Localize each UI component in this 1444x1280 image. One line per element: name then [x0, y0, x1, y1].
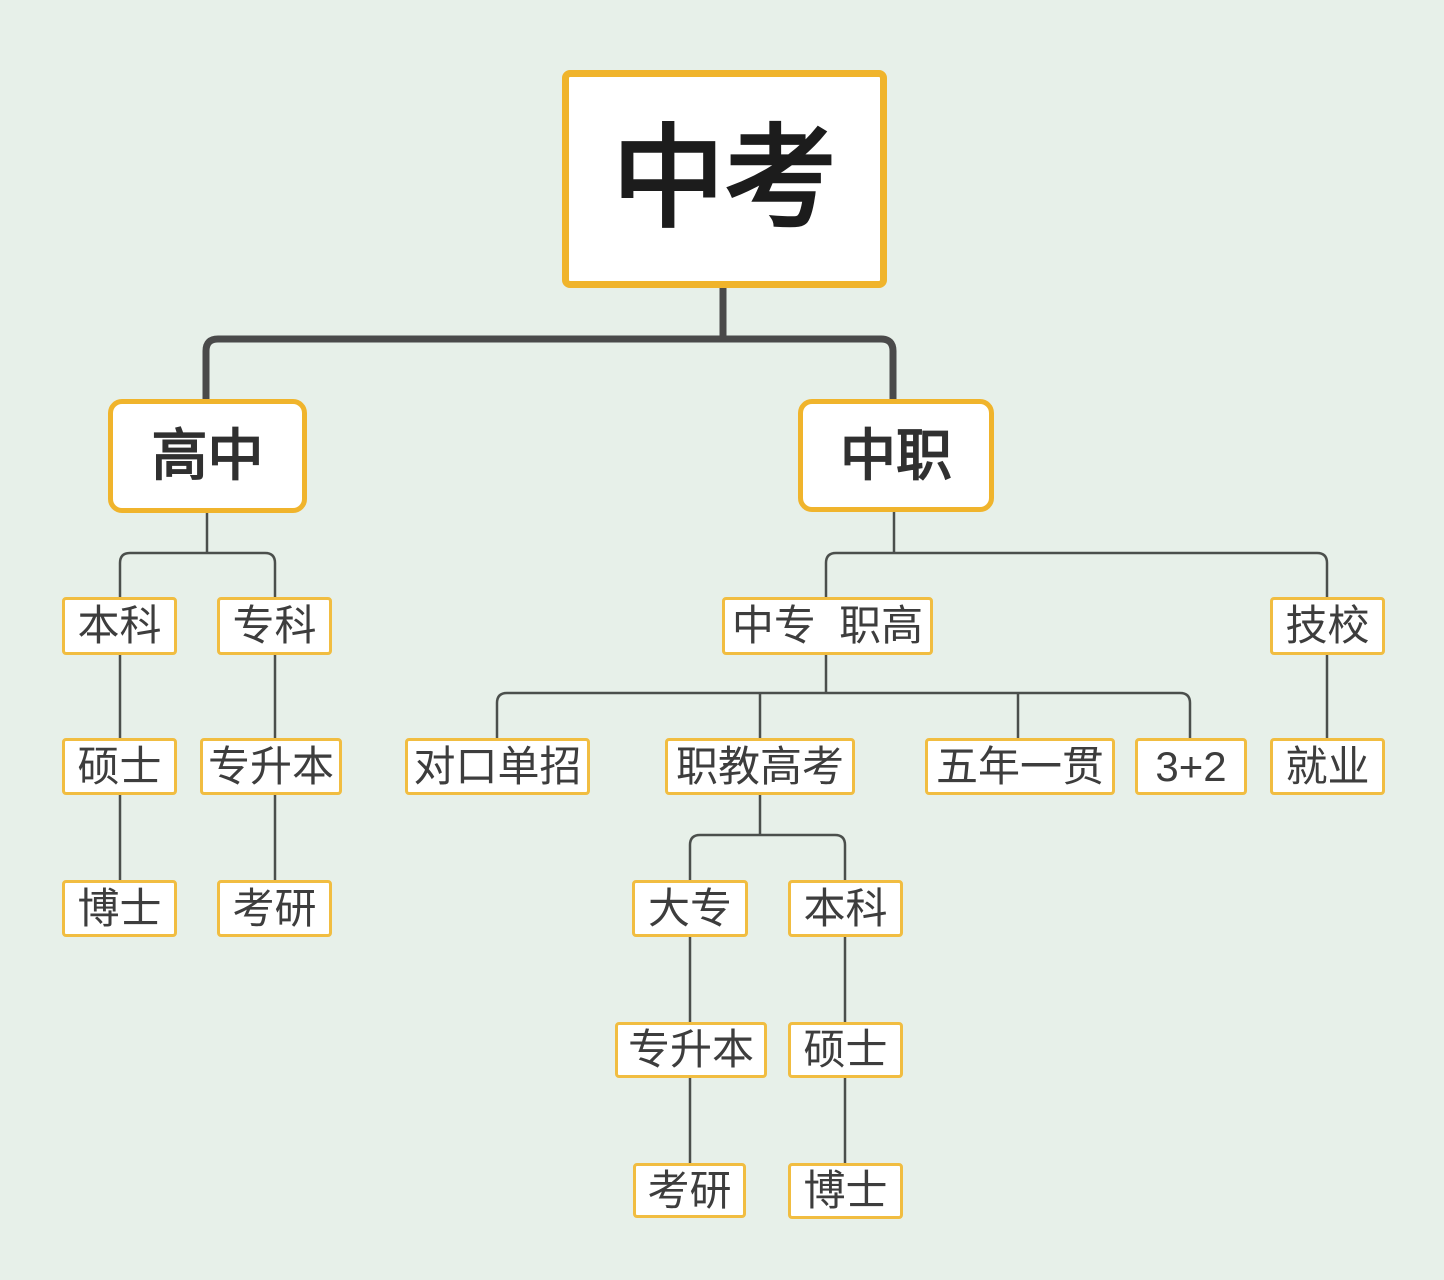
- sub-branch-connectors: [118, 512, 1329, 1163]
- node-zhijiao-gaokao[interactable]: 职教高考: [665, 738, 855, 795]
- node-zhuanshengben-right-label: 专升本: [627, 1026, 754, 1073]
- node-shuoshi-left-label: 硕士: [77, 742, 162, 790]
- node-zhuanshengben-right[interactable]: 专升本: [615, 1022, 767, 1078]
- node-boshi-left[interactable]: 博士: [62, 880, 177, 937]
- node-dazhuan-label: 大专: [647, 884, 732, 932]
- node-jixiao[interactable]: 技校: [1270, 597, 1385, 655]
- node-zhuanke-label: 专科: [232, 602, 317, 649]
- node-wunian-yiguan[interactable]: 五年一贯: [925, 738, 1115, 795]
- node-zhongzhuan-zhigao[interactable]: 中专 职高: [722, 597, 933, 655]
- node-benke-left-label: 本科: [77, 602, 162, 649]
- node-kaoyan-right[interactable]: 考研: [633, 1163, 746, 1218]
- node-duikou-danzhao[interactable]: 对口单招: [405, 738, 590, 795]
- node-duikou-danzhao-label: 对口单招: [413, 742, 582, 790]
- node-zhongkao-label: 中考: [612, 116, 837, 241]
- node-zhuanke[interactable]: 专科: [217, 597, 332, 655]
- node-kaoyan-left[interactable]: 考研: [217, 880, 332, 937]
- node-benke-left[interactable]: 本科: [62, 597, 177, 655]
- root-branch-connectors: [202, 288, 897, 400]
- node-shuoshi-right-label: 硕士: [803, 1026, 888, 1073]
- node-jixiao-label: 技校: [1285, 602, 1370, 649]
- node-3plus2-label: 3+2: [1155, 742, 1227, 790]
- node-zhongzhuan-zhigao-label: 中专 职高: [731, 602, 924, 649]
- node-zhongzhi-label: 中职: [840, 423, 952, 487]
- node-zhuanshengben-left[interactable]: 专升本: [200, 738, 342, 795]
- node-dazhuan[interactable]: 大专: [632, 880, 748, 937]
- node-gaozhong[interactable]: 高中: [108, 399, 307, 513]
- node-zhongzhi[interactable]: 中职: [798, 399, 994, 512]
- node-boshi-right[interactable]: 博士: [788, 1163, 903, 1219]
- node-boshi-left-label: 博士: [77, 884, 162, 932]
- node-gaozhong-label: 高中: [151, 424, 264, 487]
- node-jiuye[interactable]: 就业: [1270, 738, 1385, 795]
- node-zhongkao[interactable]: 中考: [562, 70, 887, 288]
- node-zhijiao-gaokao-label: 职教高考: [675, 742, 844, 790]
- node-kaoyan-left-label: 考研: [232, 884, 317, 932]
- node-jiuye-label: 就业: [1285, 742, 1370, 790]
- node-benke-right-label: 本科: [803, 884, 888, 932]
- node-benke-right[interactable]: 本科: [788, 880, 903, 937]
- node-shuoshi-left[interactable]: 硕士: [62, 738, 177, 795]
- node-wunian-yiguan-label: 五年一贯: [935, 742, 1104, 790]
- node-shuoshi-right[interactable]: 硕士: [788, 1022, 903, 1078]
- node-zhuanshengben-left-label: 专升本: [207, 742, 334, 790]
- node-3plus2[interactable]: 3+2: [1135, 738, 1247, 795]
- node-kaoyan-right-label: 考研: [647, 1166, 732, 1214]
- node-boshi-right-label: 博士: [803, 1167, 888, 1214]
